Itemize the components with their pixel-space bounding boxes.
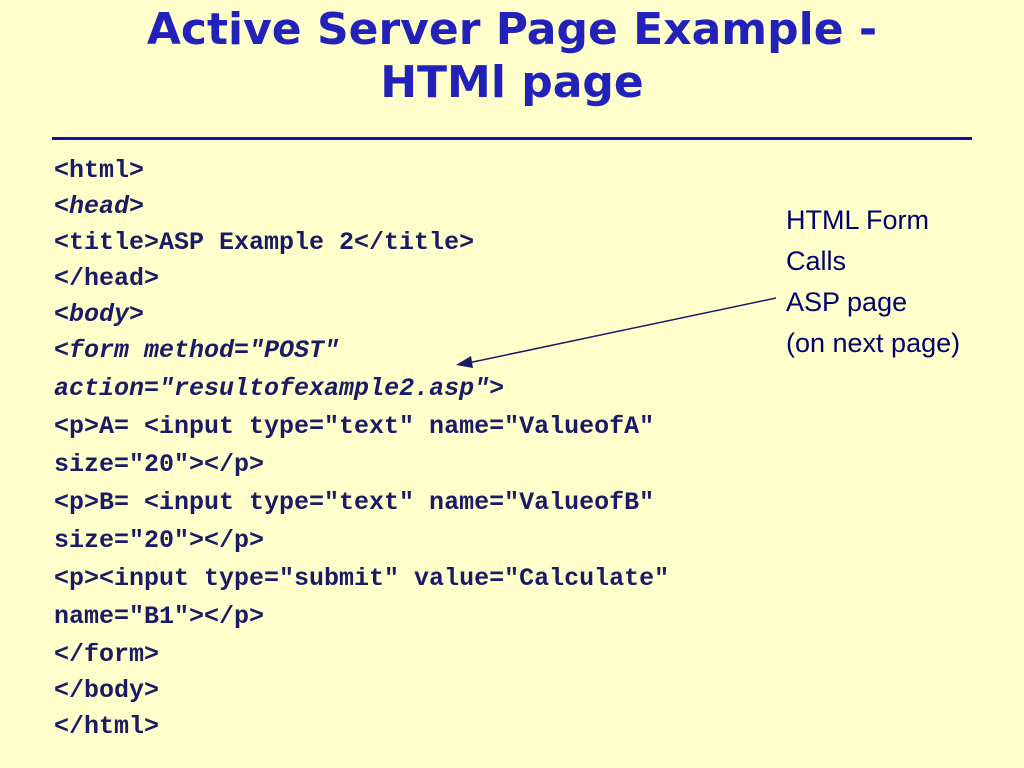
slide-title-line-2: HTMl page [380,57,644,108]
annotation-callout: HTML Form Calls ASP page (on next page) [786,200,960,364]
code-line-title: <title>ASP Example 2</title> [54,228,475,257]
code-line-body-open: <body> [54,300,145,329]
code-line-submit-2: name="B1"></p> [54,602,265,631]
slide-title-line-1: Active Server Page Example - [146,4,878,55]
code-line-submit-1: <p><input type="submit" value="Calculate… [54,564,670,593]
code-line-body-close: </body> [54,676,160,705]
annotation-line-2: Calls [786,246,847,276]
code-line-head-close: </head> [54,264,160,293]
code-line-input-a-1: <p>A= <input type="text" name="ValueofA" [54,412,655,441]
code-listing: <html> <head> <title>ASP Example 2</titl… [54,153,669,745]
form-action-prefix: action=" [54,374,175,403]
code-line-input-b-2: size="20"></p> [54,526,265,555]
annotation-line-4: (on next page) [786,328,961,358]
code-line-form-open: <form method="POST" [54,336,340,365]
code-line-form-action: action="resultofexample2.asp"> [54,369,669,409]
annotation-line-1: HTML Form [786,205,929,235]
code-line-input-b-1: <p>B= <input type="text" name="ValueofB" [54,488,655,517]
form-action-value: resultofexample2.asp [174,374,475,403]
slide-title: Active Server Page Example - HTMl page [0,0,1024,109]
code-line-head-open: <head> [54,192,145,221]
title-divider [52,137,972,140]
code-line-html-close: </html> [54,712,160,741]
code-line-html-open: <html> [54,156,145,185]
code-line-form-close: </form> [54,640,160,669]
form-action-suffix: "> [474,374,505,403]
annotation-line-3: ASP page [786,287,908,317]
code-line-input-a-2: size="20"></p> [54,450,265,479]
